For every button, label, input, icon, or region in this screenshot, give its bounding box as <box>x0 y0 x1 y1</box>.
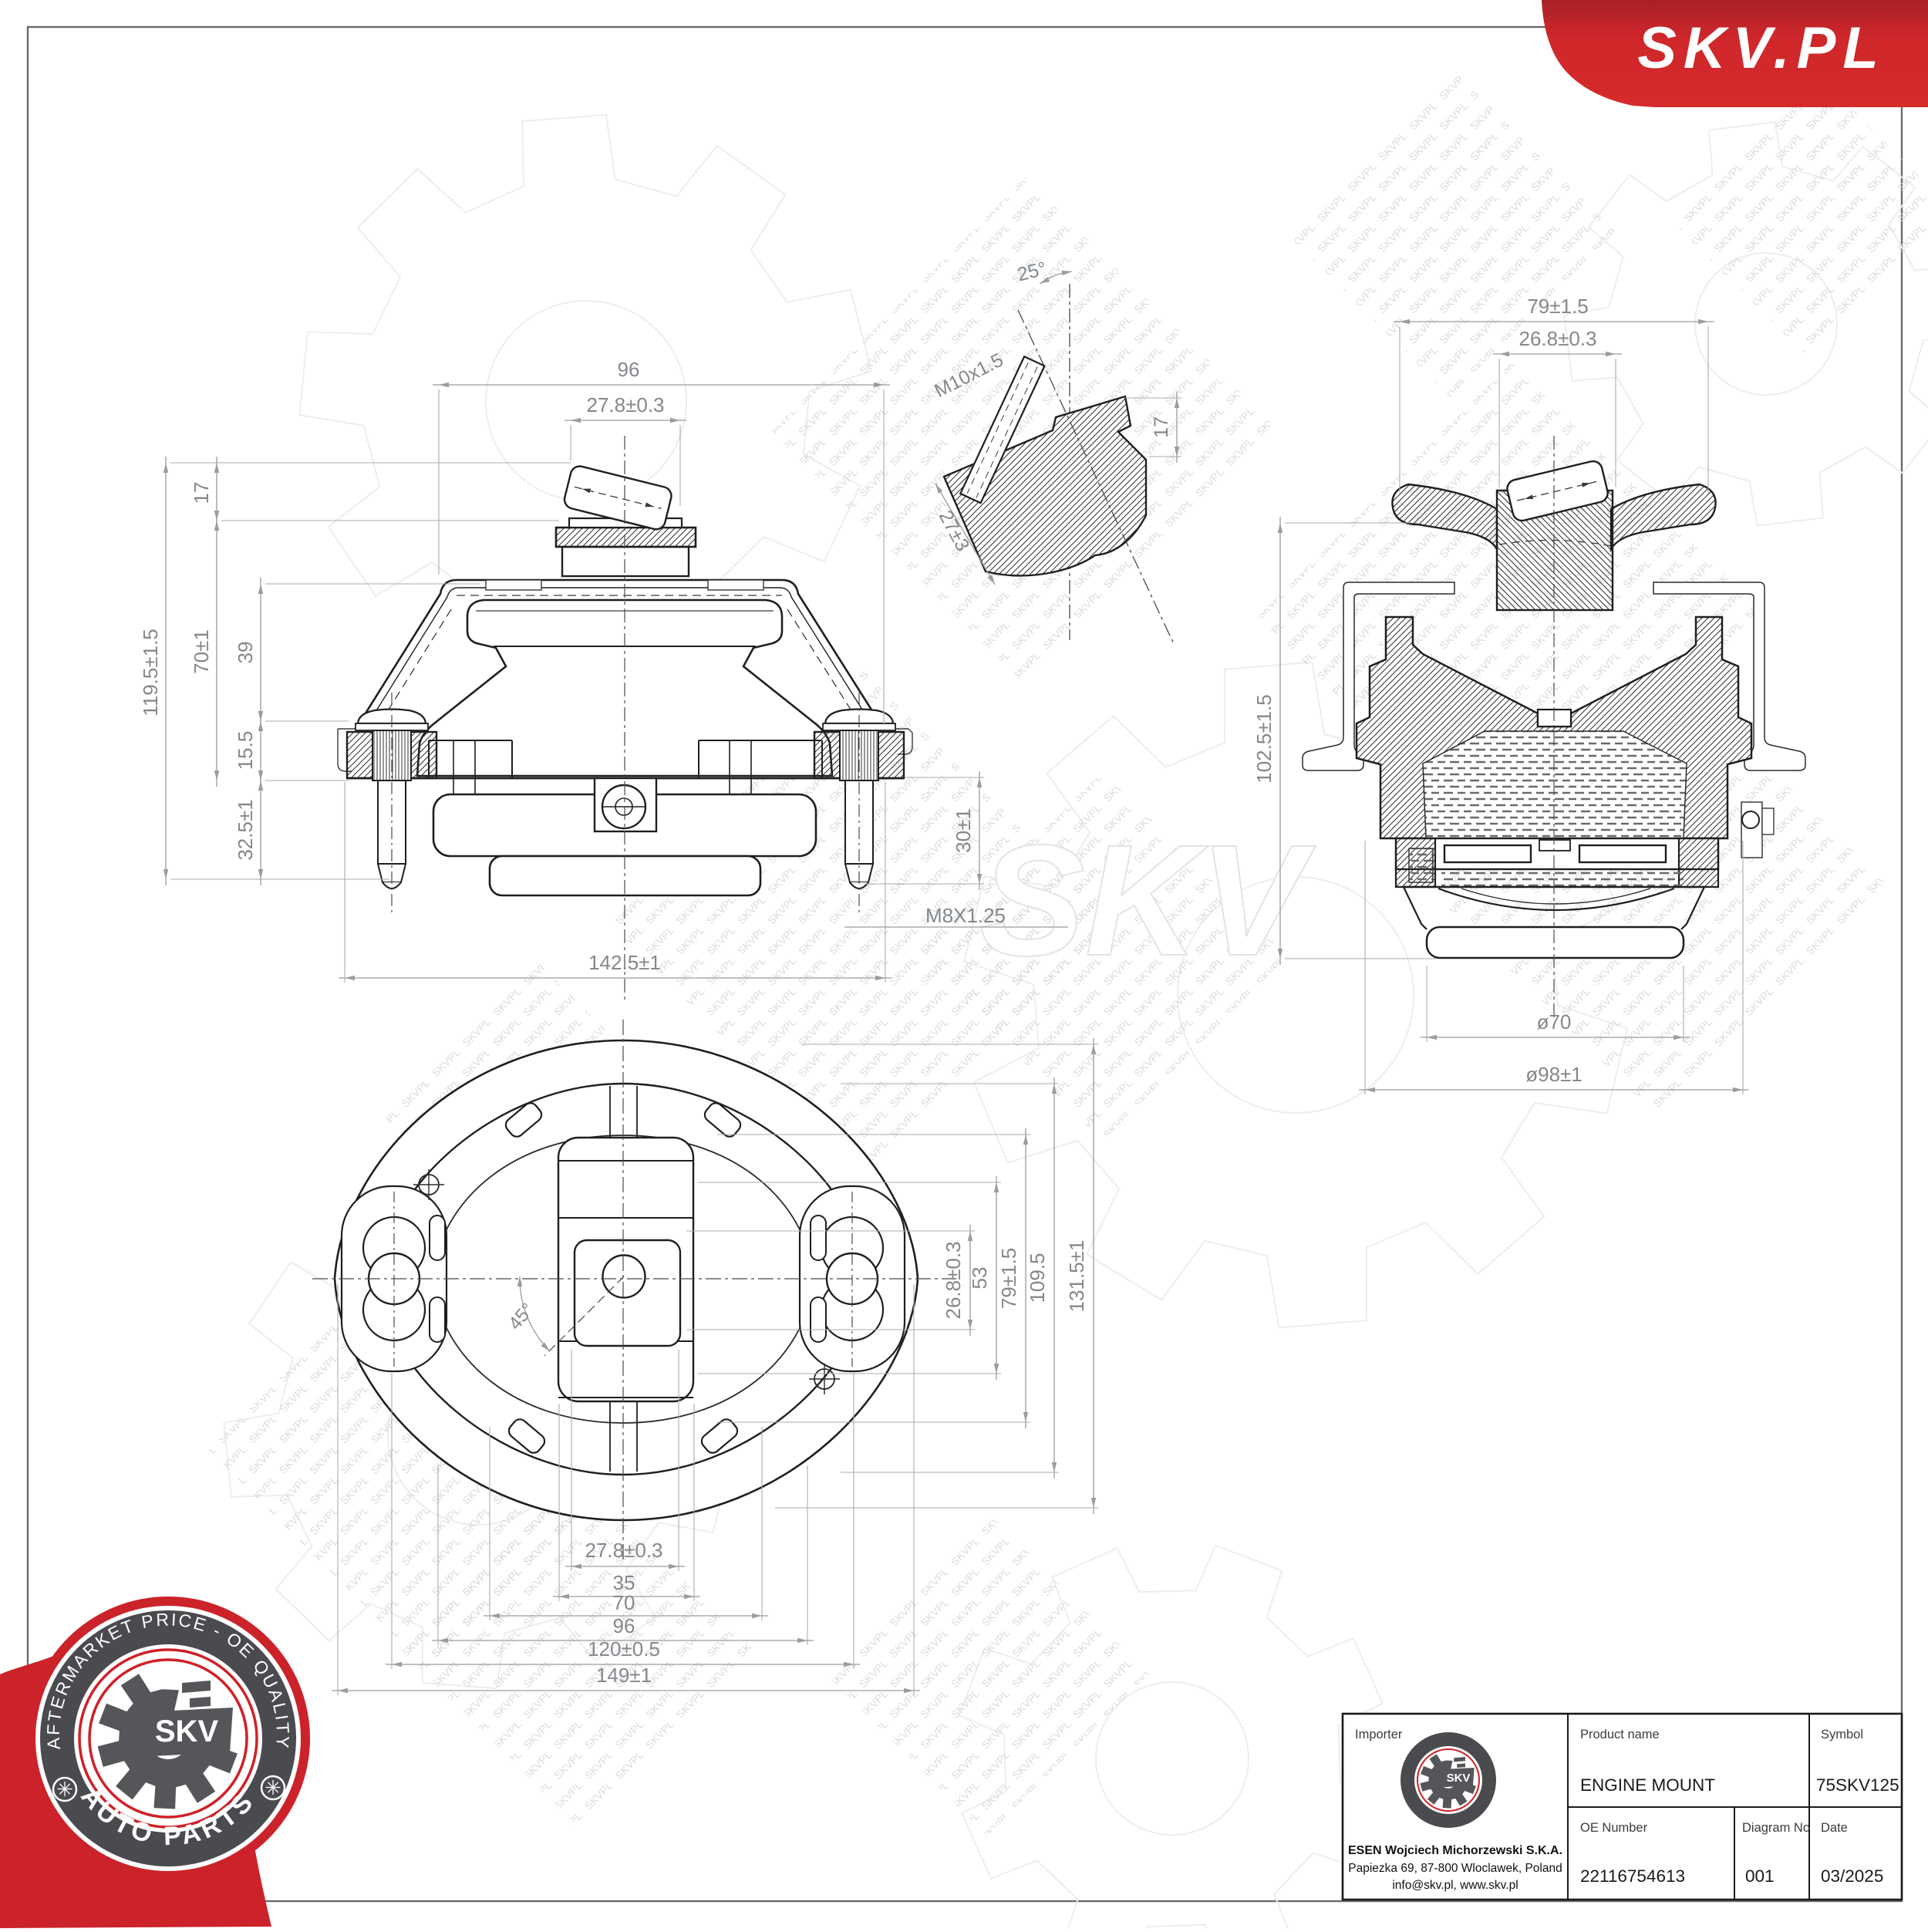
svg-text:Product name: Product name <box>1580 1728 1660 1741</box>
svg-text:17: 17 <box>1151 416 1172 438</box>
svg-text:70±1: 70±1 <box>190 629 213 674</box>
svg-text:ø70: ø70 <box>1537 1010 1572 1033</box>
svg-text:✳: ✳ <box>56 1778 73 1801</box>
svg-text:30±1: 30±1 <box>952 808 975 853</box>
svg-text:27.8±0.3: 27.8±0.3 <box>586 393 664 416</box>
svg-text:Importer: Importer <box>1355 1728 1403 1741</box>
svg-text:79±1.5: 79±1.5 <box>1527 295 1588 318</box>
svg-text:SKV: SKV <box>1447 1772 1471 1785</box>
svg-text:info@skv.pl, www.skv.pl: info@skv.pl, www.skv.pl <box>1392 1879 1518 1892</box>
svg-text:32.5±1: 32.5±1 <box>234 799 257 860</box>
svg-text:131.5±1: 131.5±1 <box>1065 1240 1088 1313</box>
svg-text:96: 96 <box>613 1614 635 1637</box>
svg-text:79±1.5: 79±1.5 <box>997 1248 1020 1309</box>
svg-text:53: 53 <box>968 1267 991 1290</box>
svg-text:39: 39 <box>234 642 257 664</box>
svg-text:22116754613: 22116754613 <box>1580 1866 1685 1886</box>
svg-text:001: 001 <box>1745 1866 1775 1886</box>
svg-text:96: 96 <box>618 358 640 381</box>
svg-text:27.8±0.3: 27.8±0.3 <box>585 1539 662 1562</box>
svg-text:120±0.5: 120±0.5 <box>588 1637 660 1661</box>
svg-text:03/2025: 03/2025 <box>1821 1866 1883 1886</box>
svg-text:15.5: 15.5 <box>234 731 257 770</box>
svg-text:75SKV125: 75SKV125 <box>1816 1775 1899 1795</box>
svg-text:70: 70 <box>613 1591 635 1614</box>
svg-text:Papiezka 69, 87-800 Wloclawek,: Papiezka 69, 87-800 Wloclawek, Poland <box>1348 1862 1562 1875</box>
svg-text:26.8±0.3: 26.8±0.3 <box>942 1241 965 1319</box>
svg-text:SKV: SKV <box>979 812 1316 989</box>
svg-text:✳: ✳ <box>265 1776 281 1799</box>
svg-text:Diagram No: Diagram No <box>1742 1821 1810 1835</box>
svg-text:109.5: 109.5 <box>1026 1253 1049 1303</box>
svg-text:Date: Date <box>1821 1821 1848 1835</box>
svg-text:102.5±1.5: 102.5±1.5 <box>1252 694 1276 783</box>
svg-text:SKV: SKV <box>155 1715 219 1748</box>
svg-text:26.8±0.3: 26.8±0.3 <box>1518 327 1596 350</box>
svg-text:35: 35 <box>613 1571 635 1594</box>
svg-text:ESEN Wojciech Michorzewski S.K: ESEN Wojciech Michorzewski S.K.A. <box>1348 1844 1562 1857</box>
svg-text:ø98±1: ø98±1 <box>1525 1063 1583 1086</box>
svg-text:17: 17 <box>190 482 213 504</box>
svg-text:OE Number: OE Number <box>1580 1821 1648 1835</box>
svg-text:M8X1.25: M8X1.25 <box>925 904 1006 927</box>
svg-text:149±1: 149±1 <box>596 1664 652 1687</box>
svg-text:ENGINE MOUNT: ENGINE MOUNT <box>1580 1775 1715 1795</box>
svg-text:SKV.PL: SKV.PL <box>1637 15 1886 81</box>
svg-text:Symbol: Symbol <box>1821 1728 1863 1741</box>
svg-text:119.5±1.5: 119.5±1.5 <box>139 629 162 716</box>
svg-text:142.5±1: 142.5±1 <box>588 951 661 974</box>
